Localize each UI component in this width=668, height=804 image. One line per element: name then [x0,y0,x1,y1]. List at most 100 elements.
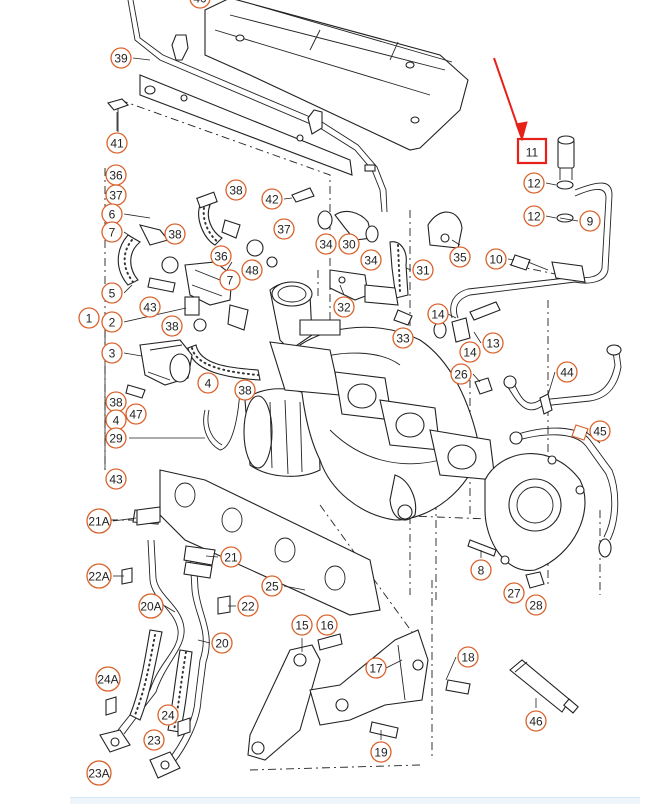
callout-text: 21A [88,515,109,529]
callout-text: 20 [215,637,229,651]
intake-pipe-30 [317,210,379,243]
callout-circle [105,427,127,449]
callout-text: 24 [161,709,175,723]
callout-circle [101,342,123,364]
callout-23A: 23A [86,760,112,786]
callout-20A: 20A [138,593,164,619]
callout-38: 38 [161,315,183,337]
callout-text: 14 [431,308,445,322]
callout-text: 43 [143,301,157,315]
callout-26: 26 [450,363,472,385]
callout-text: 6 [109,208,116,222]
sealant-tube-46 [509,659,579,714]
callout-25: 25 [261,575,283,597]
callout-circle [392,327,414,349]
callout-14: 14 [427,303,449,325]
callout-circle [338,233,360,255]
callout-text: 18 [461,651,475,665]
return-pipe-44 [503,344,622,415]
callout-text: 23A [88,767,109,781]
callout-text: 32 [337,301,351,315]
bolt-42 [291,187,315,203]
callout-circle [161,315,183,337]
callout-43: 43 [139,296,161,318]
leader-lines [104,57,601,740]
callout-36: 36 [105,164,127,186]
callout-text: 44 [560,366,574,380]
callout-17: 17 [365,657,387,679]
callout-text: 34 [319,238,333,252]
callout-37: 37 [273,218,295,240]
callout-text: 1 [86,312,93,326]
callout-circle [579,210,601,232]
callout-circle [315,233,337,255]
callout-text: 4 [205,377,212,391]
callout-circle [482,332,504,354]
callout-24: 24 [157,704,179,726]
callout-41: 41 [106,132,128,154]
callout-21: 21 [220,546,242,568]
nut-28 [525,571,545,589]
callout-text: 20A [140,600,161,614]
callout-circle [273,218,295,240]
callout-38: 38 [105,391,127,413]
callout-circle [86,760,112,786]
callout-circle [360,249,382,271]
callout-20: 20 [211,632,233,654]
callout-text: 33 [396,332,410,346]
bolt-41 [107,98,130,132]
callout-circle [110,47,132,69]
support-15 [247,644,321,761]
callout-circle [370,741,392,763]
gasket-21A [136,506,161,526]
callout-circle [125,403,147,425]
callout-text: 21 [224,551,238,565]
callout-text: 12 [527,210,541,224]
callout-circle [457,646,479,668]
bolt-10 [510,254,549,271]
callout-text: 16 [320,619,334,633]
callout-48: 48 [241,259,263,281]
coolant-hose-5 [117,224,169,286]
callout-text: 23 [147,734,161,748]
callout-text: 38 [109,396,123,410]
callout-circle [589,420,611,442]
callout-circle [225,179,247,201]
bolts-13-14 [433,301,501,343]
callout-38: 38 [234,379,256,401]
bolt-33 [393,309,413,326]
bracket-35 [427,211,463,249]
callout-40: 40 [189,0,211,9]
callout-text: 31 [416,264,430,278]
callout-circle [521,143,543,161]
callout-circle [189,0,211,9]
callout-31: 31 [412,259,434,281]
callout-circle [427,303,449,325]
callout-text: 30 [342,238,356,252]
callout-circle [525,710,547,732]
callout-text: 41 [110,137,124,151]
callout-21A: 21A [86,508,112,534]
callout-27: 27 [503,582,525,604]
callout-circle [525,594,547,616]
callout-circle [485,248,507,270]
callout-circle [197,372,219,394]
callout-text: 38 [229,184,243,198]
callout-text: 39 [114,52,128,66]
callout-text: 2 [109,316,116,330]
callout-circle [101,311,123,333]
callout-10: 10 [485,248,507,270]
water-pipe-45 [509,424,619,558]
bracket-39 [127,0,388,213]
callout-text: 27 [507,587,521,601]
callout-text: 22A [88,570,109,584]
callout-13: 13 [482,332,504,354]
bracket-17 [309,629,429,726]
callout-7: 7 [101,221,123,243]
callout-text: 8 [478,564,485,578]
callout-42: 42 [261,188,283,210]
callout-text: 4 [113,414,120,428]
callout-circle [210,245,232,267]
bolts-22 [105,567,231,737]
callout-text: 15 [295,619,309,633]
